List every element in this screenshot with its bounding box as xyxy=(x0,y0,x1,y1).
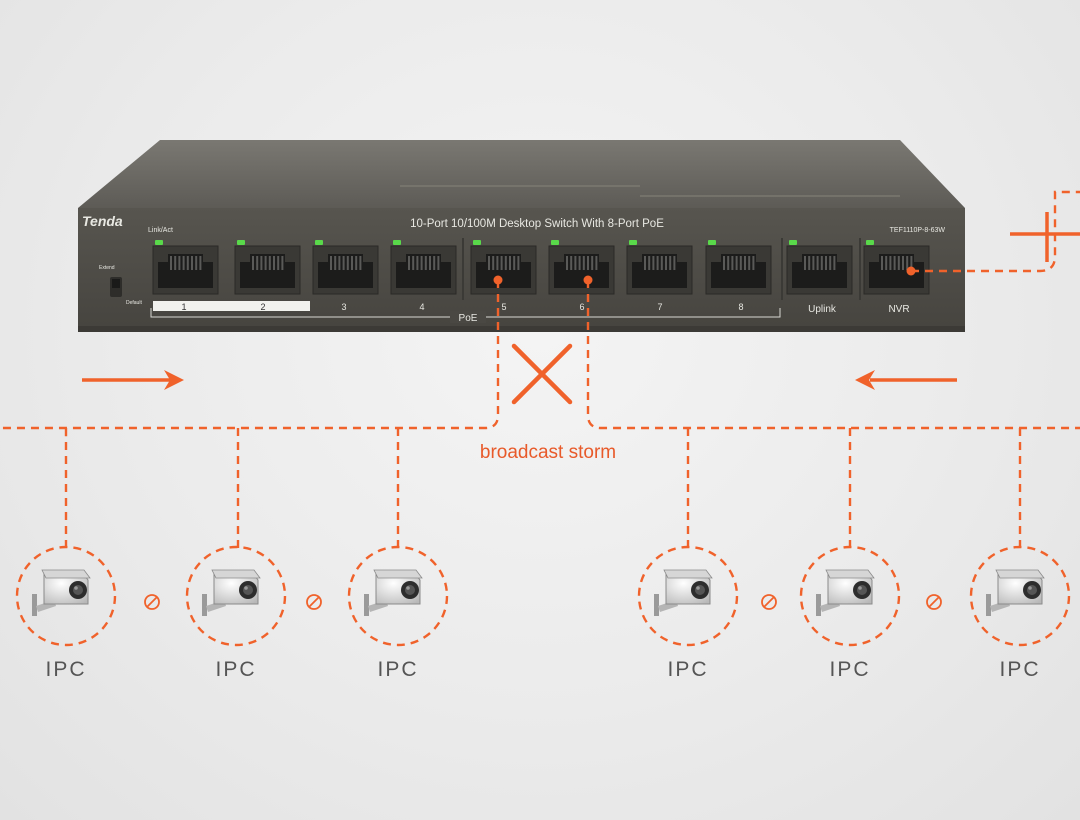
cctv-camera-icon xyxy=(32,569,91,616)
link-led xyxy=(551,240,559,245)
ipc-group: IPC IPC IPC IPC IPC IPC xyxy=(15,545,1071,681)
port-number-8: 8 xyxy=(738,302,743,312)
camera-ring xyxy=(969,545,1071,647)
cctv-camera-icon xyxy=(986,569,1045,616)
right-arrow-icon xyxy=(82,370,184,390)
mode-switch-label-bottom: Default xyxy=(126,300,142,306)
ipc-label: IPC xyxy=(829,658,870,681)
link-led xyxy=(789,240,797,245)
switch-title: 10-Port 10/100M Desktop Switch With 8-Po… xyxy=(410,218,664,230)
cable-lines xyxy=(0,190,1080,548)
no-entry-icon xyxy=(306,594,322,610)
port-number-3: 3 xyxy=(341,302,346,312)
ethernet-port-5 xyxy=(470,240,537,295)
poe-switch: Tenda 10-Port 10/100M Desktop Switch Wit… xyxy=(78,140,965,332)
ipc-camera-1: IPC xyxy=(15,545,117,681)
port-number-6: 6 xyxy=(579,302,584,312)
mode-switch-label-top: Extend xyxy=(99,265,115,271)
link-led xyxy=(708,240,716,245)
link-led xyxy=(155,240,163,245)
port5-connection-dot xyxy=(493,275,503,285)
cctv-camera-icon xyxy=(816,569,875,616)
port-number-2: 2 xyxy=(260,302,265,312)
port-number-4: 4 xyxy=(419,302,424,312)
cctv-camera-icon xyxy=(364,569,423,616)
led-legend-label: Link/Act xyxy=(148,227,173,234)
ipc-camera-3: IPC xyxy=(347,545,449,681)
broadcast-storm-label: broadcast storm xyxy=(480,442,616,463)
cctv-camera-icon xyxy=(654,569,713,616)
port-number-1: 1 xyxy=(181,302,186,312)
camera-ring xyxy=(15,545,117,647)
cctv-camera-icon xyxy=(202,569,261,616)
camera-ring xyxy=(637,545,739,647)
ipc-label: IPC xyxy=(667,658,708,681)
link-led xyxy=(866,240,874,245)
ipc-camera-4: IPC xyxy=(637,545,739,681)
port-row xyxy=(152,240,930,295)
camera-ring xyxy=(347,545,449,647)
ipc-label: IPC xyxy=(215,658,256,681)
link-led xyxy=(629,240,637,245)
ethernet-port-6 xyxy=(548,240,615,295)
ethernet-port-3 xyxy=(312,240,379,295)
no-entry-icon xyxy=(144,594,160,610)
mode-switch: Extend Default xyxy=(99,265,142,306)
model-number: TEF1110P-8-63W xyxy=(890,227,946,234)
no-entry-icon xyxy=(926,594,942,610)
link-led xyxy=(473,240,481,245)
ethernet-port-8 xyxy=(705,240,772,295)
left-arrow-icon xyxy=(855,370,957,390)
port-label-strip xyxy=(153,301,310,311)
no-entry-icon xyxy=(761,594,777,610)
link-led xyxy=(315,240,323,245)
ipc-camera-6: IPC xyxy=(969,545,1071,681)
blocked-x-icon xyxy=(511,343,573,405)
link-led xyxy=(237,240,245,245)
switch-top-surface xyxy=(78,140,965,208)
uplink-port xyxy=(786,240,853,295)
brand-logo: Tenda xyxy=(82,213,123,229)
poe-label: PoE xyxy=(459,313,478,324)
ethernet-port-2 xyxy=(234,240,301,295)
ipc-label: IPC xyxy=(377,658,418,681)
ipc-label: IPC xyxy=(45,658,86,681)
ethernet-port-1 xyxy=(152,240,219,295)
port6-connection-dot xyxy=(583,275,593,285)
ipc-camera-2: IPC xyxy=(185,545,287,681)
uplink-port-label: Uplink xyxy=(808,304,837,315)
link-led xyxy=(393,240,401,245)
ethernet-port-4 xyxy=(390,240,457,295)
nvr-connection-dot xyxy=(906,266,916,276)
port-number-7: 7 xyxy=(657,302,662,312)
camera-ring xyxy=(799,545,901,647)
ipc-camera-5: IPC xyxy=(799,545,901,681)
port-number-5: 5 xyxy=(501,302,506,312)
nvr-port xyxy=(863,240,930,295)
ethernet-port-7 xyxy=(626,240,693,295)
camera-ring xyxy=(185,545,287,647)
ipc-label: IPC xyxy=(999,658,1040,681)
nvr-port-label: NVR xyxy=(888,304,909,315)
